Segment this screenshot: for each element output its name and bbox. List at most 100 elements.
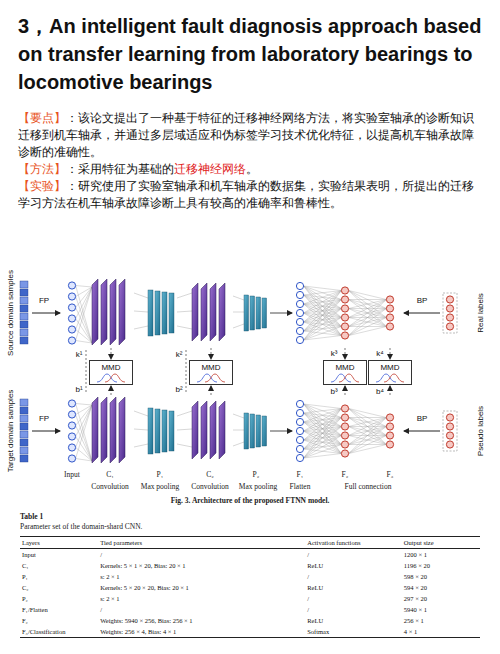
- figure-stroke: [304, 291, 342, 341]
- figure-stroke: [349, 436, 387, 454]
- figure-stroke: [304, 286, 342, 309]
- neuron: [341, 332, 348, 339]
- figure-stroke: [304, 454, 342, 459]
- feature-map: [201, 401, 207, 459]
- summary-block: 【要点】：该论文提出了一种基于特征的迁移神经网络方法，将实验室轴承的诊断知识迁移…: [18, 110, 484, 212]
- figure-stroke: [349, 418, 387, 454]
- figure-stroke: [349, 418, 387, 427]
- table-cell: /: [305, 549, 402, 561]
- neuron: [446, 414, 453, 421]
- table-cell: F₂: [20, 615, 98, 626]
- figure-stroke: [349, 417, 387, 418]
- neuron: [296, 445, 303, 452]
- neuron: [68, 293, 75, 300]
- pool-map: [250, 414, 255, 448]
- pool-map: [148, 290, 153, 336]
- sample-cell: [20, 337, 28, 344]
- feature-map: [101, 279, 107, 345]
- neuron: [386, 314, 393, 321]
- table-cell: 1200 × 1: [402, 549, 480, 561]
- figure-stroke: [304, 409, 342, 459]
- figure-stroke: [76, 426, 92, 462]
- figure-stroke: [304, 286, 342, 336]
- figure-stroke: [304, 409, 342, 441]
- cell-text: Kernels: 5 × 1 × 20, Bias: 20 × 1: [100, 562, 185, 569]
- neuron: [296, 418, 303, 425]
- table-cell: /: [305, 593, 402, 604]
- figure-stroke: [304, 286, 342, 327]
- figure-stroke: [349, 300, 387, 318]
- table-cell: ReLU: [305, 560, 402, 571]
- table-cell: s: 2 × 1: [98, 593, 305, 604]
- table-row: C₂Kernels: 5 × 20 × 20, Bias: 20 × 1ReLU…: [20, 582, 480, 593]
- label-frame: [443, 411, 457, 451]
- figure-stroke: [76, 330, 92, 344]
- figure-stroke: [304, 318, 342, 341]
- sample-cell: [20, 447, 28, 454]
- table-cell: /: [98, 549, 305, 561]
- cell-text: C₁: [22, 562, 29, 569]
- figure-stroke: [304, 445, 342, 459]
- sample-cell: [20, 439, 28, 446]
- table-cell: 598 × 20: [402, 571, 480, 582]
- figure-stroke: [304, 436, 342, 459]
- bp-arrow: [404, 313, 440, 314]
- figure-stroke: [233, 442, 244, 446]
- figure-stroke: [304, 309, 342, 341]
- figure-stroke: [304, 336, 342, 341]
- table-cell: F₁/Flatten: [20, 604, 98, 615]
- figure-label: FP: [39, 414, 49, 423]
- table-cell: Input: [20, 549, 98, 561]
- cell-text: F₂: [22, 617, 28, 624]
- mmd-text: MMD: [324, 361, 366, 373]
- figure-stroke: [349, 291, 387, 300]
- shared-weight-line: [86, 350, 87, 394]
- distribution-curves: [90, 373, 132, 383]
- neuron: [341, 423, 348, 430]
- neuron: [341, 305, 348, 312]
- cell-text: ReLU: [307, 562, 323, 569]
- cell-text: F₁/Flatten: [22, 606, 48, 613]
- figure-stroke: [304, 327, 342, 341]
- highlight-text: 【要点】: [18, 111, 66, 125]
- mmd-feed: [111, 386, 112, 395]
- neuron: [341, 441, 348, 448]
- figure-stroke: [76, 287, 92, 330]
- cell-text: s: 2 × 1: [100, 595, 119, 602]
- figure-label: Flatten: [290, 482, 311, 491]
- mmd-feed: [345, 386, 346, 395]
- cell-text: /: [100, 551, 102, 558]
- cell-text: Input: [22, 551, 36, 558]
- figure-label: b³: [330, 387, 337, 396]
- neuron: [341, 432, 348, 439]
- table-cell: Weights: 5940 × 256, Bias: 256 × 1: [98, 615, 305, 626]
- figure-stroke: [349, 409, 387, 445]
- figure-stroke: [270, 431, 292, 432]
- figure-label: Input: [64, 470, 80, 479]
- figure-label: b¹: [75, 385, 82, 394]
- figure-stroke: [349, 300, 387, 327]
- figure-label: P₁: [157, 470, 164, 479]
- mmd-feed: [111, 348, 112, 359]
- cell-text: Softmax: [307, 628, 329, 635]
- table-title: Parameter set of the domain-shard CNN.: [20, 522, 142, 531]
- figure-stroke: [304, 409, 342, 423]
- mmd-text: MMD: [190, 361, 232, 373]
- cell-text: ReLU: [307, 584, 323, 591]
- figure-stroke: [304, 291, 342, 296]
- table-cell: P₂: [20, 593, 98, 604]
- sample-cell: [20, 329, 28, 336]
- figure-stroke: [349, 418, 387, 436]
- feature-map: [110, 397, 116, 463]
- table-header: Output size: [402, 537, 480, 549]
- sample-cell: [20, 321, 28, 328]
- feature-map: [201, 283, 207, 341]
- figure-stroke: [349, 300, 387, 336]
- neuron: [296, 427, 303, 434]
- figure-stroke: [304, 300, 342, 341]
- mmd-feed: [211, 348, 212, 359]
- shared-weight-line: [186, 350, 187, 394]
- neuron: [296, 400, 303, 407]
- figure-stroke: [76, 405, 92, 426]
- sample-cell: [20, 281, 28, 288]
